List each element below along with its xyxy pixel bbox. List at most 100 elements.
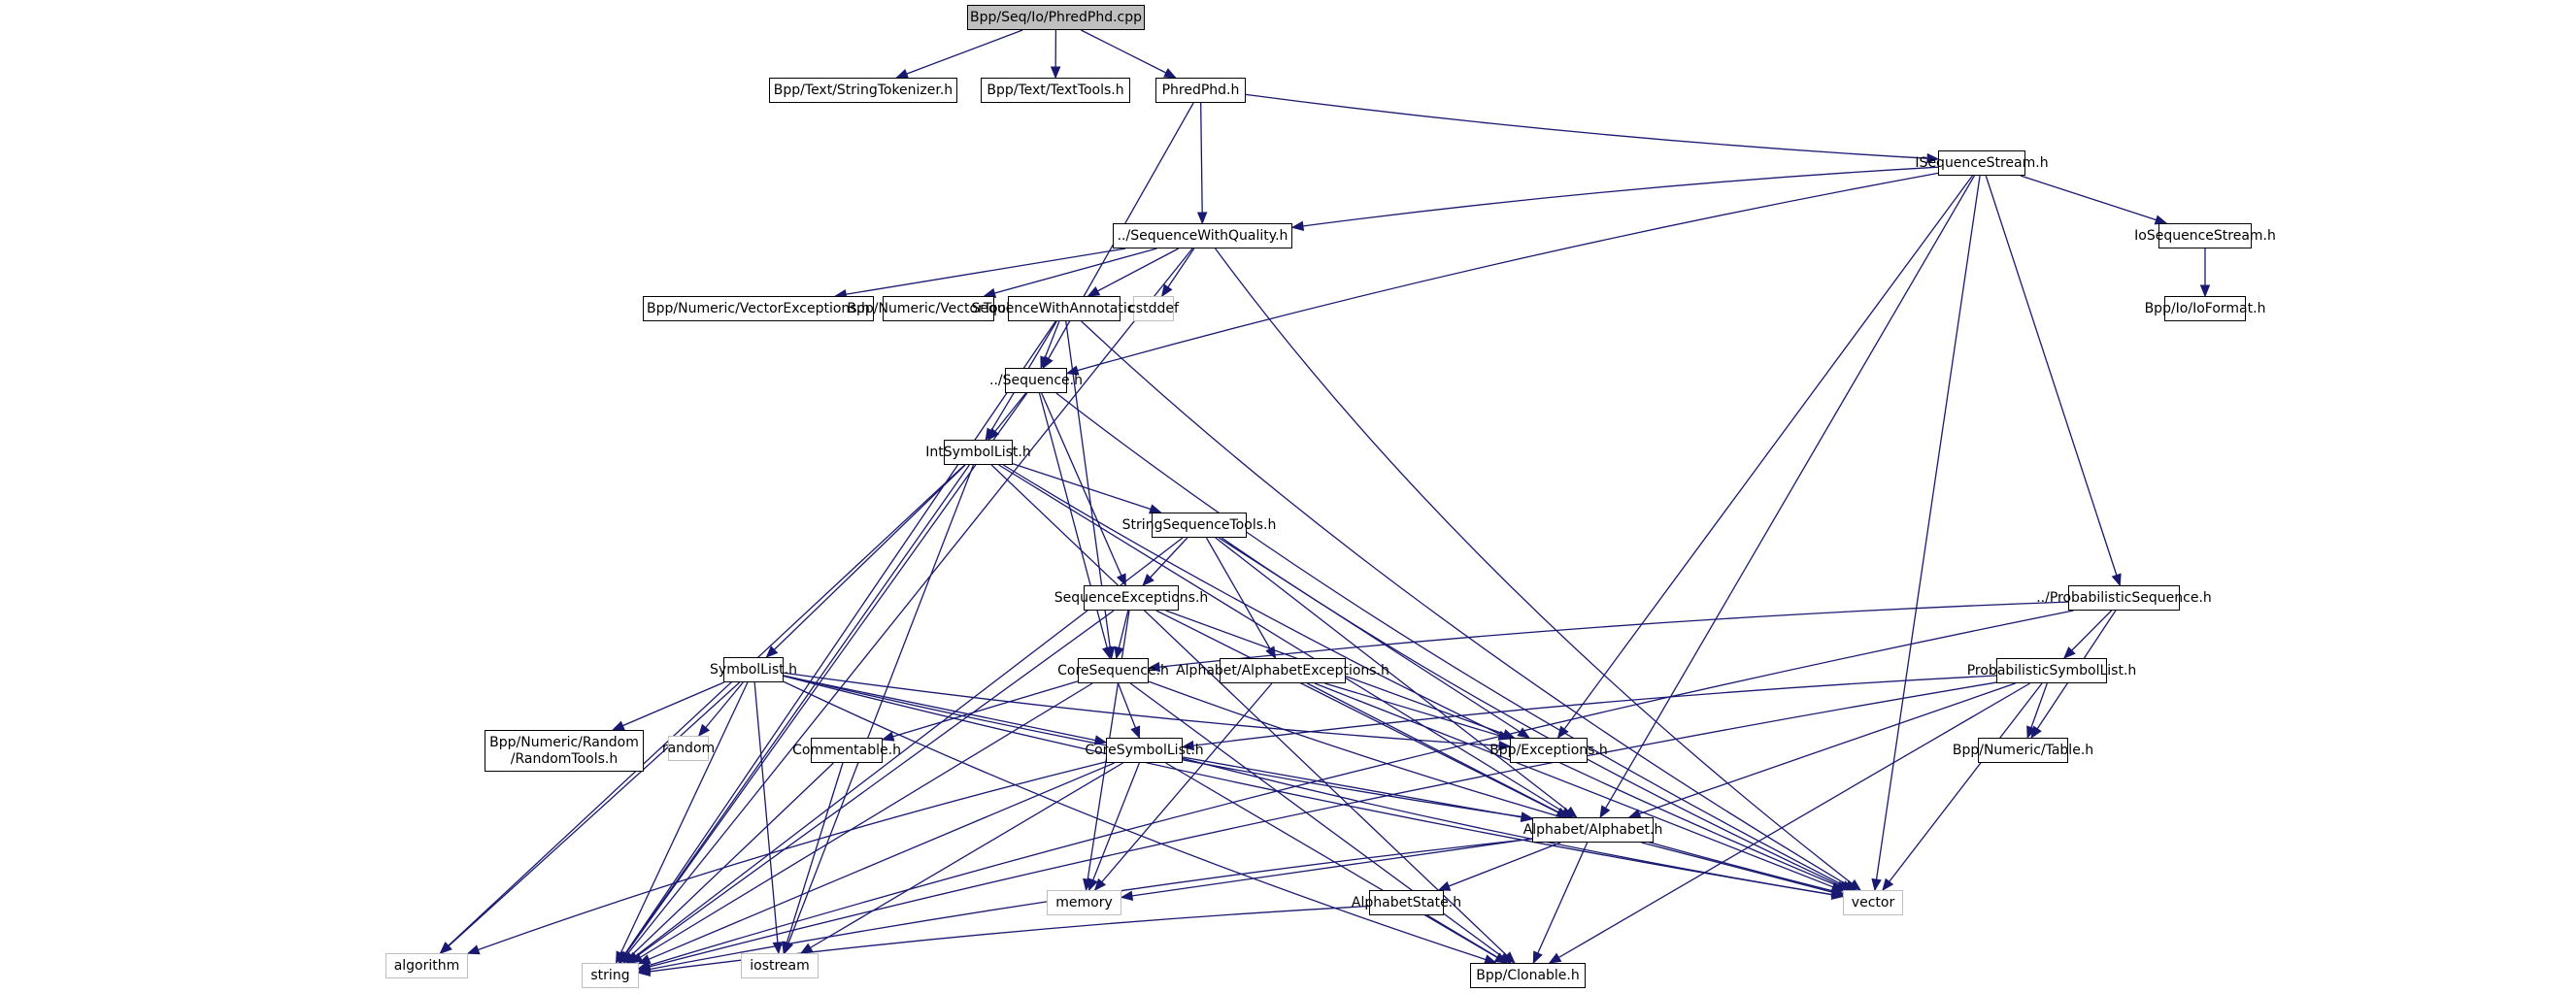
arrowhead-icon (1093, 735, 1108, 745)
edge-intsymbollist-to-alphabet (998, 464, 1573, 818)
graph-node-alphabetstate[interactable]: AlphabetState.h (1352, 890, 1461, 915)
edge-alphabetexceptions-to-vector (1314, 682, 1844, 892)
edge-sequence-to-coresequence (1038, 392, 1111, 659)
graph-node-probsymbollist[interactable]: ProbabilisticSymbolList.h (1967, 658, 2136, 683)
arrowhead-icon (1114, 645, 1124, 660)
arrowhead-icon (2062, 646, 2076, 659)
graph-node-coresequence[interactable]: CoreSequence.h (1057, 658, 1169, 683)
edge-alphabet-to-memory (1121, 838, 1533, 899)
edge-alphabet-to-vector (1641, 842, 1844, 896)
edge-symbollist-to-iostream (753, 681, 780, 954)
graph-node-texttools[interactable]: Bpp/Text/TextTools.h (981, 78, 1130, 103)
edge-isequencestream-to-seqwithquality (1291, 166, 1939, 228)
graph-node-seqwithannotation[interactable]: SequenceWithAnnotation.h (972, 296, 1156, 321)
edge-symbollist-to-algorithm (440, 681, 741, 954)
arrowhead-icon (697, 723, 711, 738)
edge-stringseqtools-to-alphabet (1215, 537, 1578, 818)
arrowhead-icon (1147, 661, 1161, 673)
graph-node-stringtokenizer[interactable]: Bpp/Text/StringTokenizer.h (769, 78, 957, 103)
arrowhead-icon (1556, 808, 1570, 818)
graph-node-vector[interactable]: vector (1843, 890, 1903, 915)
edge-stringseqtools-to-vector (1221, 537, 1852, 891)
edge-isequencestream-to-exceptions (1557, 175, 1973, 739)
graph-node-vectortools[interactable]: Bpp/Numeric/VectorTools.h (847, 296, 1030, 321)
arrowhead-icon (629, 952, 644, 964)
edge-intsymbollist-to-algorithm (440, 464, 965, 954)
graph-node-exceptions[interactable]: Bpp/Exceptions.h (1489, 738, 1608, 763)
graph-node-sequence[interactable]: ../Sequence.h (989, 368, 1083, 393)
arrowhead-icon (439, 942, 452, 954)
graph-node-seqexceptions[interactable]: SequenceExceptions.h (1054, 585, 1208, 611)
arrowhead-icon (622, 951, 636, 964)
arrowhead-icon (881, 731, 895, 742)
edge-coresymbollist-to-alphabet (1182, 756, 1533, 820)
arrowhead-icon (1437, 880, 1452, 891)
arrowhead-icon (637, 954, 652, 965)
arrowhead-icon (1163, 68, 1177, 79)
graph-node-isequencestream[interactable]: ISequenceStream.h (1915, 150, 2049, 176)
graph-node-clonable[interactable]: Bpp/Clonable.h (1470, 963, 1586, 988)
arrowhead-icon (1181, 740, 1195, 751)
graph-node-randomtools[interactable]: Bpp/Numeric/Random /RandomTools.h (485, 730, 644, 772)
edge-coresequence-to-vector (1148, 680, 1844, 895)
graph-node-string[interactable]: string (582, 963, 639, 988)
edge-probsequence-to-string (638, 610, 2074, 970)
graph-node-phredphd-cpp: Bpp/Seq/Io/PhredPhd.cpp (967, 5, 1145, 30)
graph-node-phredphd-h[interactable]: PhredPhd.h (1155, 78, 1246, 103)
graph-node-table[interactable]: Bpp/Numeric/Table.h (1953, 738, 2093, 763)
arrowhead-icon (611, 720, 625, 731)
graph-node-intsymbollist[interactable]: IntSymbolList.h (925, 440, 1031, 465)
arrowhead-icon (1087, 877, 1098, 892)
arrowhead-icon (1520, 811, 1534, 823)
graph-node-ioformat[interactable]: Bpp/Io/IoFormat.h (2145, 296, 2265, 321)
arrowhead-icon (1130, 725, 1141, 740)
edge-alphabet-to-clonable (1532, 842, 1589, 964)
arrowhead-icon (1871, 877, 1882, 892)
graph-node-seqwithquality[interactable]: ../SequenceWithQuality.h (1113, 223, 1292, 248)
edge-coresequence-to-clonable (1129, 682, 1512, 964)
graph-node-algorithm[interactable]: algorithm (385, 953, 468, 978)
graph-node-symbollist[interactable]: SymbolList.h (710, 657, 797, 682)
graph-node-iosequencestream[interactable]: IoSequenceStream.h (2134, 223, 2276, 248)
graph-node-random[interactable]: random (662, 736, 715, 761)
edge-seqwithannotation-to-string (618, 320, 1056, 964)
graph-node-vectorexceptions[interactable]: Bpp/Numeric/VectorExceptions.h (643, 296, 874, 321)
graph-node-memory[interactable]: memory (1047, 890, 1121, 915)
graph-node-iostream[interactable]: iostream (741, 953, 819, 978)
edge-coresymbollist-to-vector (1182, 757, 1844, 898)
arrowhead-icon (1830, 886, 1845, 898)
edge-intsymbollist-to-clonable (990, 464, 1516, 964)
graph-node-alphabetexceptions[interactable]: Alphabet/AlphabetExceptions.h (1176, 658, 1389, 683)
arrowhead-icon (1196, 212, 1208, 225)
arrowhead-icon (637, 966, 652, 977)
edge-coresequence-to-string (630, 682, 1093, 964)
graph-node-alphabet[interactable]: Alphabet/Alphabet.h (1523, 817, 1662, 843)
arrowhead-icon (1564, 806, 1578, 818)
edge-isequencestream-to-iosequencestream (2020, 175, 2167, 224)
arrowhead-icon (1161, 283, 1173, 298)
graph-node-probsequence[interactable]: ../ProbabilisticSequence.h (2036, 585, 2212, 611)
arrowhead-icon (1882, 877, 1894, 892)
edge-seqwithannotation-to-coresequence (1065, 320, 1113, 659)
edge-seqwithannotation-to-vector (1081, 320, 1857, 891)
arrowhead-icon (1087, 286, 1101, 297)
edge-probsymbollist-to-alphabet (1628, 682, 2016, 818)
edge-phredphd_h-to-seqwithquality (1200, 102, 1203, 224)
arrowhead-icon (616, 950, 626, 965)
arrowhead-icon (1498, 740, 1512, 751)
graph-node-coresymbollist[interactable]: CoreSymbolList.h (1085, 738, 1204, 763)
edge-commentable-to-string (622, 762, 834, 964)
edge-intsymbollist-to-symbollist (765, 464, 966, 658)
graph-node-commentable[interactable]: Commentable.h (792, 738, 901, 763)
edge-intsymbollist-to-vector (1002, 464, 1849, 891)
arrowhead-icon (1497, 730, 1512, 741)
graph-node-stringseqtools[interactable]: StringSequenceTools.h (1122, 513, 1276, 538)
arrowhead-icon (1102, 645, 1113, 660)
arrowhead-icon (1838, 880, 1853, 891)
arrowhead-icon (2111, 573, 2122, 587)
arrowhead-icon (772, 942, 784, 955)
graph-node-cstddef[interactable]: cstddef (1128, 296, 1179, 321)
arrowhead-icon (1142, 574, 1154, 586)
arrowhead-icon (1093, 877, 1107, 892)
edge-phredphd_h-to-isequencestream (1245, 93, 1939, 160)
